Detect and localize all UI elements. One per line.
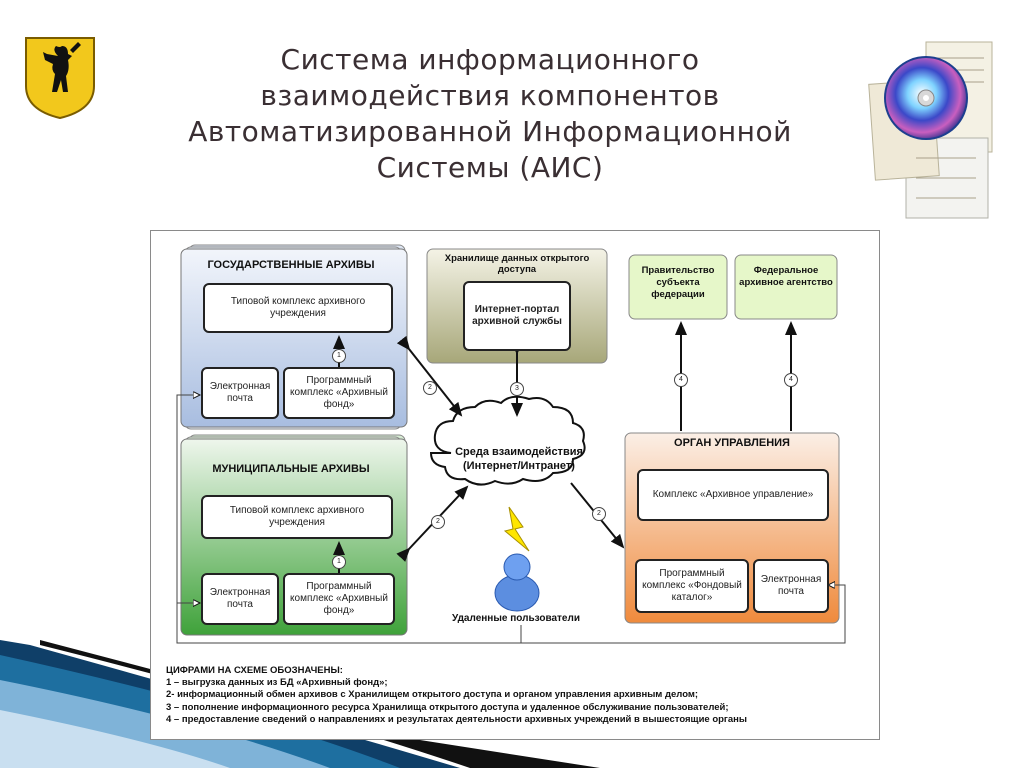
municipal-typical-complex-box: Типовой комплекс архивного учреждения — [201, 495, 393, 539]
state-typical-complex-box: Типовой комплекс архивного учреждения — [203, 283, 393, 333]
state-email-box: Электронная почта — [201, 367, 279, 419]
title-line-2: взаимодействия компонентов — [260, 79, 720, 112]
badge-2-authority: 2 — [592, 507, 606, 521]
legend: ЦИФРАМИ НА СХЕМЕ ОБОЗНАЧЕНЫ: 1 – выгрузк… — [166, 665, 747, 726]
municipal-archives-title: МУНИЦИПАЛЬНЫЕ АРХИВЫ — [212, 463, 370, 475]
yaroslavl-coat-of-arms-bear-icon — [25, 37, 95, 120]
badge-4-federal: 4 — [784, 373, 798, 387]
interaction-diagram: ГОСУДАРСТВЕННЫЕ АРХИВЫ Типовой комплекс … — [150, 230, 880, 740]
legend-item-2: 2- информационный обмен архивов с Хранил… — [166, 689, 699, 701]
page-title: Система информационного взаимодействия к… — [150, 42, 830, 186]
federal-agency-label: Федеральное архивное агентство — [739, 265, 833, 288]
government-label: Правительство субъекта федерации — [641, 265, 715, 300]
badge-2-municipal: 2 — [431, 515, 445, 529]
legend-item-1: 1 – выгрузка данных из БД «Архивный фонд… — [166, 677, 388, 689]
authority-software-box: Программный комплекс «Фондовый каталог» — [635, 559, 749, 613]
state-software-box: Программный комплекс «Архивный фонд» — [283, 367, 395, 419]
cd-disc-with-documents-icon — [868, 41, 993, 219]
municipal-email-box: Электронная почта — [201, 573, 279, 625]
badge-3: 3 — [510, 382, 524, 396]
title-line-3: Автоматизированной Информационной — [188, 115, 792, 148]
state-archives-title: ГОСУДАРСТВЕННЫЕ АРХИВЫ — [207, 259, 375, 271]
legend-item-3: 3 – пополнение информационного ресурса Х… — [166, 701, 729, 713]
municipal-software-box: Программный комплекс «Архивный фонд» — [283, 573, 395, 625]
badge-4-gov: 4 — [674, 373, 688, 387]
title-line-1: Система информационного — [280, 43, 700, 76]
title-line-4: Системы (АИС) — [376, 151, 604, 184]
lightning-icon — [503, 506, 530, 552]
badge-2-state: 2 — [423, 381, 437, 395]
legend-title: ЦИФРАМИ НА СХЕМЕ ОБОЗНАЧЕНЫ: — [166, 665, 343, 676]
authority-title: ОРГАН УПРАВЛЕНИЯ — [674, 437, 790, 449]
remote-users-label: Удаленные пользователи — [451, 613, 580, 624]
authority-complex-box: Комплекс «Архивное управление» — [637, 469, 829, 521]
federal-agency-box — [734, 254, 838, 320]
government-box — [628, 254, 728, 320]
user-icon — [494, 553, 540, 612]
storage-portal-box: Интернет-портал архивной службы — [463, 281, 571, 351]
cloud-label: Среда взаимодействия (Интернет/Интранет) — [455, 446, 583, 472]
legend-item-4: 4 – предоставление сведений о направлени… — [166, 713, 748, 725]
storage-title: Хранилище данных открытого доступа — [444, 253, 590, 275]
badge-1-municipal: 1 — [332, 555, 346, 569]
authority-email-box: Электронная почта — [753, 559, 829, 613]
badge-1-state: 1 — [332, 349, 346, 363]
